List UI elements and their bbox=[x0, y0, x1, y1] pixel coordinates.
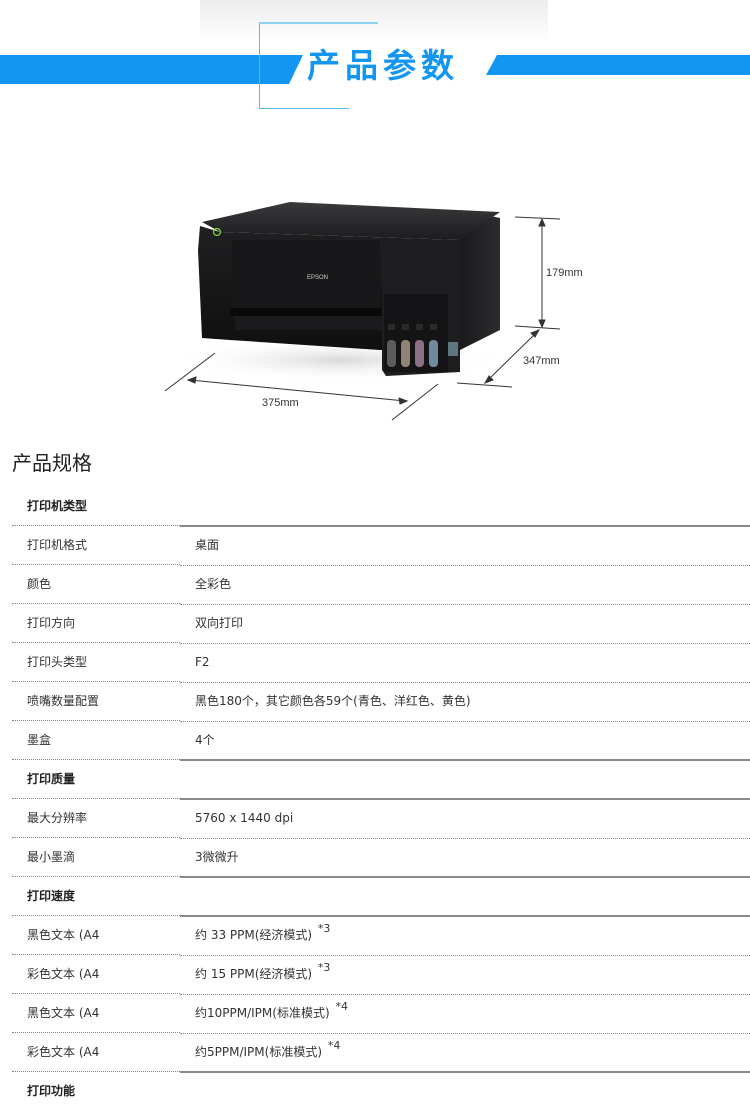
section-value bbox=[180, 487, 750, 527]
spec-label: 打印机格式 bbox=[12, 526, 180, 565]
dimension-depth-label: 347mm bbox=[523, 355, 560, 367]
spec-label: 彩色文本 (A4 bbox=[12, 955, 180, 994]
spec-label: 彩色文本 (A4 bbox=[12, 1033, 180, 1072]
spec-value-text: 约 15 PPM(经济模式) bbox=[195, 966, 313, 981]
spec-value: 4个 bbox=[180, 721, 750, 761]
spec-value: 约 15 PPM(经济模式) *3 bbox=[180, 955, 750, 995]
section-label: 打印机类型 bbox=[12, 487, 180, 526]
spec-value: 约5PPM/IPM(标准模式) *4 bbox=[180, 1033, 750, 1073]
table-row: 打印方向 双向打印 bbox=[12, 604, 750, 644]
footnote-marker: *3 bbox=[317, 921, 331, 935]
spec-label: 黑色文本 (A4 bbox=[12, 994, 180, 1033]
spec-value-text: 约10PPM/IPM(标准模式) bbox=[195, 1005, 330, 1020]
spec-label: 颜色 bbox=[12, 565, 180, 604]
table-row: 彩色文本 (A4 约 15 PPM(经济模式) *3 bbox=[12, 955, 750, 995]
dimension-width-label: 375mm bbox=[262, 397, 299, 409]
spec-value: F2 bbox=[180, 643, 750, 683]
table-row: 颜色 全彩色 bbox=[12, 565, 750, 605]
table-row: 最大分辨率 5760 x 1440 dpi bbox=[12, 799, 750, 839]
spec-label: 打印头类型 bbox=[12, 643, 180, 682]
product-image: EPSON 179mm 347mm 375mm bbox=[160, 190, 600, 430]
spec-value: 双向打印 bbox=[180, 604, 750, 644]
spec-label: 最小墨滴 bbox=[12, 838, 180, 877]
spec-value: 全彩色 bbox=[180, 565, 750, 605]
ink-tank-cyan bbox=[429, 340, 438, 367]
spec-label: 喷嘴数量配置 bbox=[12, 682, 180, 721]
table-section-row: 打印速度 bbox=[12, 877, 750, 917]
spec-label: 黑色文本 (A4 bbox=[12, 916, 180, 955]
table-row: 彩色文本 (A4 约5PPM/IPM(标准模式) *4 bbox=[12, 1033, 750, 1073]
section-value bbox=[180, 877, 750, 917]
spec-value-text: 约5PPM/IPM(标准模式) bbox=[195, 1044, 322, 1059]
spec-label: 墨盒 bbox=[12, 721, 180, 760]
spec-value-text: 约 33 PPM(经济模式) bbox=[195, 927, 313, 942]
printer-illustration: EPSON bbox=[164, 202, 561, 421]
section-value bbox=[180, 760, 750, 800]
specs-heading: 产品规格 bbox=[12, 451, 92, 475]
spec-value: 桌面 bbox=[180, 526, 750, 566]
banner-frame-line bbox=[259, 22, 260, 109]
banner-title: 产品参数 bbox=[307, 46, 459, 85]
spec-value: 约10PPM/IPM(标准模式) *4 bbox=[180, 994, 750, 1034]
banner-frame-line bbox=[259, 108, 349, 109]
spec-value: 3微微升 bbox=[180, 838, 750, 878]
banner-stripe-left bbox=[0, 55, 303, 84]
svg-text:EPSON: EPSON bbox=[307, 275, 328, 281]
spec-value: 约 33 PPM(经济模式) *3 bbox=[180, 916, 750, 956]
section-banner: 产品参数 bbox=[0, 0, 750, 120]
table-section-row: 打印功能 bbox=[12, 1072, 750, 1111]
footnote-marker: *4 bbox=[327, 1038, 341, 1052]
banner-stripe-right bbox=[486, 55, 750, 75]
table-row: 打印机格式 桌面 bbox=[12, 526, 750, 566]
dimension-height-label: 179mm bbox=[546, 267, 583, 279]
section-label: 打印速度 bbox=[12, 877, 180, 916]
table-row: 黑色文本 (A4 约10PPM/IPM(标准模式) *4 bbox=[12, 994, 750, 1034]
table-row: 打印头类型 F2 bbox=[12, 643, 750, 683]
table-section-row: 打印机类型 bbox=[12, 487, 750, 527]
section-value bbox=[180, 1072, 750, 1111]
ink-tank-magenta bbox=[415, 340, 424, 367]
table-row: 最小墨滴 3微微升 bbox=[12, 838, 750, 878]
banner-frame-line bbox=[259, 22, 378, 24]
table-section-row: 打印质量 bbox=[12, 760, 750, 800]
section-label: 打印质量 bbox=[12, 760, 180, 799]
section-label: 打印功能 bbox=[27, 1084, 76, 1098]
spec-label: 最大分辨率 bbox=[12, 799, 180, 838]
spec-label: 打印方向 bbox=[12, 604, 180, 643]
footnote-marker: *4 bbox=[335, 999, 348, 1013]
ink-tank-black bbox=[387, 340, 396, 367]
footnote-marker: *3 bbox=[317, 960, 331, 974]
banner-glow bbox=[200, 0, 548, 42]
spec-value: 黑色180个，其它颜色各59个(青色、洋红色、黄色) bbox=[180, 682, 750, 722]
table-row: 喷嘴数量配置 黑色180个，其它颜色各59个(青色、洋红色、黄色) bbox=[12, 682, 750, 722]
table-row: 黑色文本 (A4 约 33 PPM(经济模式) *3 bbox=[12, 916, 750, 956]
spec-value: 5760 x 1440 dpi bbox=[180, 799, 750, 839]
specs-table: 打印机类型 打印机格式 桌面 颜色 全彩色 打印方向 双向打印 打印头类型 F2… bbox=[12, 487, 750, 1111]
ink-tank-yellow bbox=[401, 340, 410, 367]
table-row: 墨盒 4个 bbox=[12, 721, 750, 761]
